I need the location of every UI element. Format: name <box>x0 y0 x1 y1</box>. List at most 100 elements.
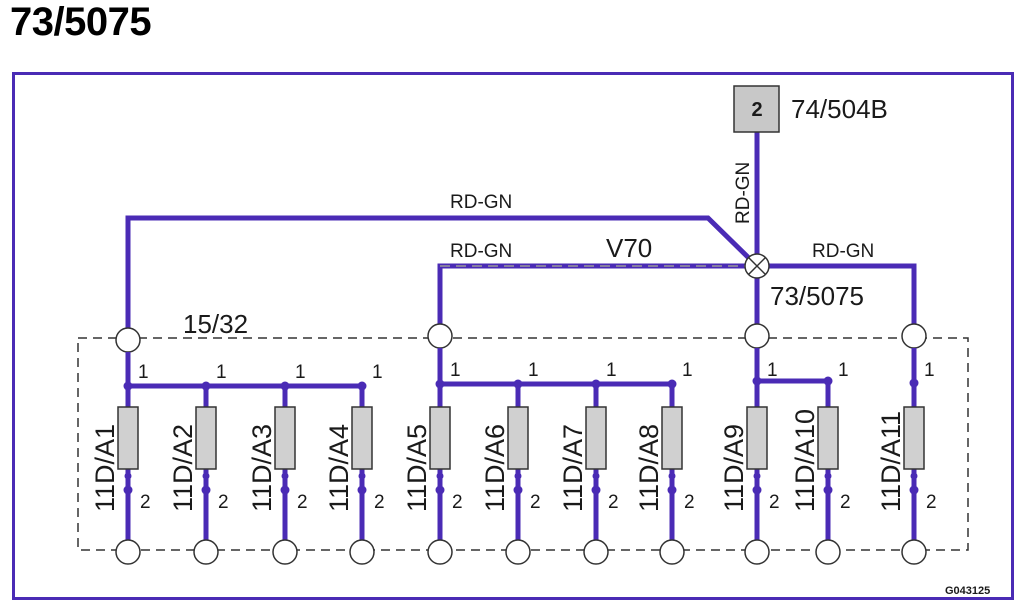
fuse-body <box>661 406 683 470</box>
pin-bottom-label: 2 <box>452 492 463 513</box>
group-label: 15/32 <box>183 309 248 339</box>
bottom-terminal <box>272 539 298 565</box>
fuse-name-label: 11D/A5 <box>402 424 432 512</box>
pin-top-label: 1 <box>216 362 227 383</box>
pin-bottom-label: 2 <box>530 492 541 513</box>
feed-terminal <box>427 323 453 349</box>
feed-terminal <box>115 327 141 353</box>
junction-dot <box>909 378 919 388</box>
fuse-body <box>351 406 373 470</box>
bottom-terminal <box>583 539 609 565</box>
diagram-frame <box>12 72 1014 600</box>
fuse-body <box>903 406 925 470</box>
connector-label: 74/504B <box>791 94 888 124</box>
fuse-body <box>429 406 451 470</box>
pin-top-label: 1 <box>606 360 617 381</box>
fuse-body <box>817 406 839 470</box>
fuse-body <box>274 406 296 470</box>
fuse-body <box>746 406 768 470</box>
fuse-pin-dot <box>280 485 290 495</box>
bottom-terminal <box>744 539 770 565</box>
fuse-pin-dot <box>668 472 676 480</box>
wire-label-top: RD-GN <box>450 192 512 213</box>
fuse-name-label: 11D/A3 <box>247 424 277 512</box>
fuse-pin-dot <box>592 472 600 480</box>
fuse-pin-dot <box>753 472 761 480</box>
fuse-pin-dot <box>202 472 210 480</box>
junction-dot <box>201 381 211 391</box>
feed-terminal <box>901 323 927 349</box>
fuse-pin-dot <box>435 485 445 495</box>
pin-top-label: 1 <box>924 360 935 381</box>
fuse-11d-a5: 1 2 11D/A5 <box>402 360 463 565</box>
fuse-pin-dot <box>201 485 211 495</box>
junction-dot <box>752 376 762 386</box>
fuse-pin-dot <box>824 472 832 480</box>
bottom-terminal <box>815 539 841 565</box>
junction-dot <box>823 376 833 386</box>
junction-dot <box>667 379 677 389</box>
fuse-body <box>195 406 217 470</box>
fuse-pin-dot <box>436 472 444 480</box>
fuse-pin-dot <box>591 485 601 495</box>
pin-bottom-label: 2 <box>218 492 229 513</box>
fuse-name-label: 11D/A9 <box>719 424 749 512</box>
fuse-11d-a7: 1 2 11D/A7 <box>558 360 619 565</box>
pin-top-label: 1 <box>838 360 849 381</box>
fuse-name-label: 11D/A6 <box>480 424 510 512</box>
fuse-11d-a8: 1 2 11D/A8 <box>634 360 695 565</box>
bottom-terminal <box>427 539 453 565</box>
fuse-pin-dot <box>123 485 133 495</box>
pin-top-label: 1 <box>450 360 461 381</box>
bottom-terminal <box>349 539 375 565</box>
fuse-body <box>117 406 139 470</box>
fuse-pin-dot <box>514 472 522 480</box>
fuse-pin-dot <box>667 485 677 495</box>
pin-top-label: 1 <box>295 362 306 383</box>
bottom-terminal <box>505 539 531 565</box>
fuse-11d-a9: 1 2 11D/A9 <box>719 360 780 565</box>
fuse-name-label: 11D/A2 <box>168 424 198 512</box>
pin-bottom-label: 2 <box>374 492 385 513</box>
pin-bottom-label: 2 <box>769 492 780 513</box>
fuse-name-label: 11D/A7 <box>558 424 588 512</box>
bottom-terminal <box>193 539 219 565</box>
splice-symbol <box>744 253 770 279</box>
diagram-code: G043125 <box>945 585 990 597</box>
pin-bottom-label: 2 <box>608 492 619 513</box>
fuse-pin-dot <box>513 485 523 495</box>
pin-bottom-label: 2 <box>140 492 151 513</box>
splice-label: 73/5075 <box>770 281 864 311</box>
pin-top-label: 1 <box>767 360 778 381</box>
junction-dot <box>280 381 290 391</box>
pin-bottom-label: 2 <box>684 492 695 513</box>
pin-bottom-label: 2 <box>926 492 937 513</box>
junction-dot <box>591 379 601 389</box>
wire-rd-gn-mid <box>437 263 757 336</box>
bottom-terminal <box>901 539 927 565</box>
fuse-body <box>507 406 529 470</box>
pin-top-label: 1 <box>138 362 149 383</box>
wire-label-vertical: RD-GN <box>733 162 754 224</box>
fuse-name-label: 11D/A4 <box>324 424 354 512</box>
connector-box <box>733 85 780 133</box>
pin-bottom-label: 2 <box>840 492 851 513</box>
fuse-name-label: 11D/A8 <box>634 424 664 512</box>
junction-dot <box>435 379 445 389</box>
junction-dot <box>123 381 133 391</box>
bottom-terminal <box>659 539 685 565</box>
fuse-pin-dot <box>281 472 289 480</box>
fuse-11d-a2: 1 2 11D/A2 <box>168 362 229 565</box>
fuse-pin-dot <box>124 472 132 480</box>
wire-rd-gn-top <box>125 215 759 340</box>
fuse-pin-dot <box>752 485 762 495</box>
fuse-pin-dot <box>909 485 919 495</box>
bottom-terminal <box>115 539 141 565</box>
pin-top-label: 1 <box>682 360 693 381</box>
feed-terminal <box>744 323 770 349</box>
